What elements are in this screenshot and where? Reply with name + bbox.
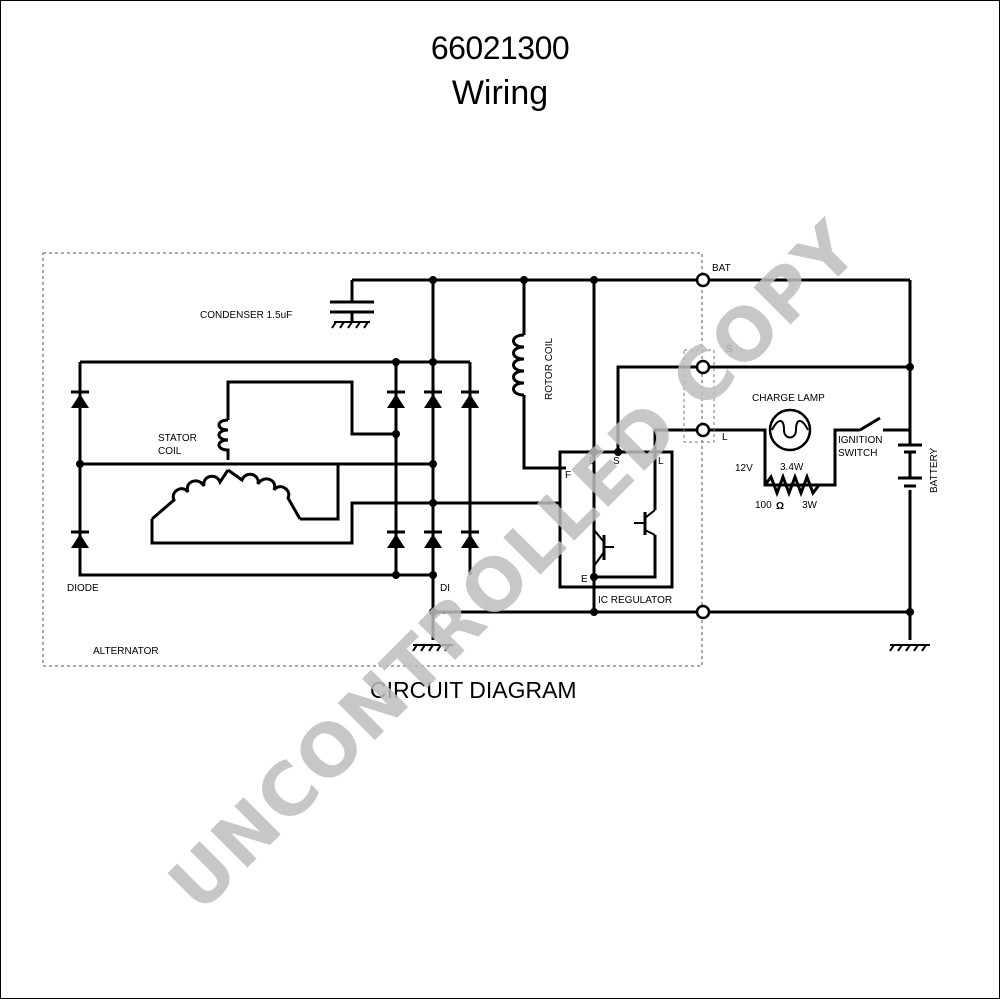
- diode-label-right: DI: [440, 583, 450, 594]
- resistor: [763, 472, 821, 498]
- rotor-coil-label: ROTOR COIL: [544, 338, 555, 400]
- lamp-power-label: 3.4W: [780, 462, 804, 473]
- diode-label: DIODE: [67, 583, 99, 594]
- charge-lamp-label: CHARGE LAMP: [752, 393, 825, 404]
- alternator-label: ALTERNATOR: [93, 646, 159, 657]
- stator-label-line2: COIL: [158, 446, 182, 457]
- resistor-unit-label: Ω: [776, 501, 784, 512]
- condenser: [330, 300, 374, 329]
- stator-label-line1: STATOR: [158, 433, 197, 444]
- part-number-title: 66021300: [430, 30, 570, 66]
- ic-regulator-label: IC REGULATOR: [598, 595, 672, 606]
- battery: [898, 430, 922, 488]
- terminal-l-label: L: [722, 432, 728, 443]
- circuit-diagram-caption: CIRCUIT DIAGRAM: [370, 677, 577, 703]
- ignition-label-line1: IGNITION: [838, 435, 882, 446]
- reg-pin-s: S: [613, 456, 620, 467]
- wiring-subtitle: Wiring: [451, 74, 549, 112]
- lamp-voltage-label: 12V: [735, 463, 753, 474]
- alternator-boundary: [42, 252, 703, 667]
- resistor-power-label: 3W: [802, 500, 818, 511]
- battery-label: BATTERY: [929, 447, 940, 493]
- reg-pin-b: B: [589, 456, 596, 467]
- terminal-bat-label: BAT: [712, 263, 731, 274]
- charge-lamp: [768, 408, 812, 452]
- ignition-label-line2: SWITCH: [838, 448, 877, 459]
- junction-dots: [76, 276, 914, 616]
- ground-symbols: [412, 644, 930, 652]
- reg-pin-e: E: [581, 574, 588, 585]
- stator-coil: [151, 418, 302, 521]
- terminals: [683, 272, 715, 620]
- condenser-label: CONDENSER 1.5uF: [200, 310, 292, 321]
- reg-pin-l: L: [658, 456, 664, 467]
- terminal-s-label: S: [726, 344, 733, 355]
- ignition-switch: [859, 416, 910, 432]
- rotor-coil: [512, 333, 525, 397]
- reg-pin-f: F: [565, 470, 571, 481]
- regulator-transistors: [593, 509, 656, 567]
- diode-bridge: [71, 390, 479, 548]
- resistor-ohm-label: 100: [755, 500, 772, 511]
